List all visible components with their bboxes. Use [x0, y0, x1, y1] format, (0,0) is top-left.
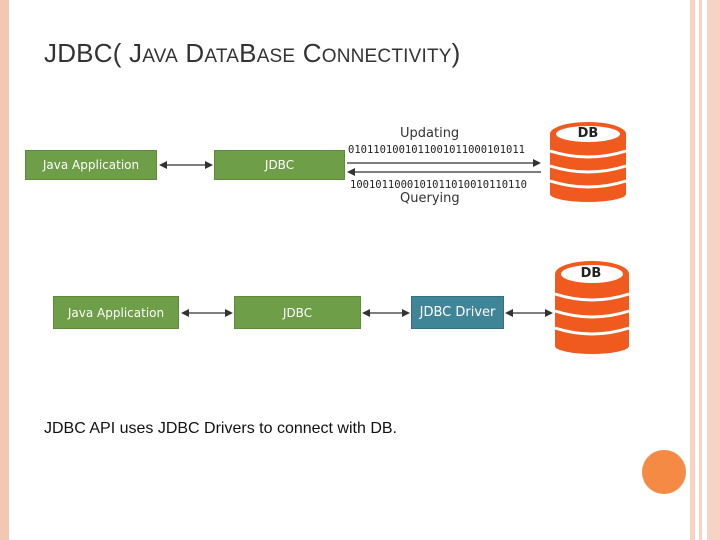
database-icon-1 [549, 122, 627, 202]
bidirectional-arrow-2 [181, 309, 233, 317]
java-application-box-2: Java Application [53, 296, 179, 329]
bidirectional-arrow-1 [159, 161, 213, 169]
java-application-box-1: Java Application [25, 150, 157, 180]
db-label-1: DB [577, 126, 599, 141]
jdbc-driver-box: JDBC Driver [411, 296, 504, 329]
right-stripe-1 [690, 0, 695, 540]
slide-title: JDBC( JAVA DATABASE CONNECTIVITY) [44, 38, 461, 68]
left-border [0, 0, 9, 540]
decorative-circle [642, 450, 686, 494]
bits-bottom: 1001011000101011010010110110 [350, 179, 528, 191]
java-application-label: Java Application [67, 305, 165, 320]
left-arrow-querying [347, 168, 541, 176]
bits-top: 0101101001011001011000101011 [348, 144, 526, 156]
jdbc-label: JDBC [264, 158, 295, 172]
right-stripe-2 [699, 0, 702, 540]
java-application-label: Java Application [42, 158, 140, 172]
querying-label: Querying [400, 191, 460, 206]
updating-label: Updating [400, 126, 460, 141]
bidirectional-arrow-4 [505, 309, 553, 317]
right-stripe-3 [707, 0, 720, 540]
bidirectional-arrow-3 [362, 309, 410, 317]
jdbc-box-1: JDBC [214, 150, 345, 180]
database-icon-2 [554, 261, 630, 354]
db-label-2: DB [580, 266, 602, 281]
jdbc-driver-label: JDBC Driver [419, 305, 496, 320]
jdbc-box-2: JDBC [234, 296, 361, 329]
right-arrow-updating [347, 159, 541, 167]
slide-caption: JDBC API uses JDBC Drivers to connect wi… [44, 420, 397, 437]
jdbc-label: JDBC [282, 305, 313, 320]
